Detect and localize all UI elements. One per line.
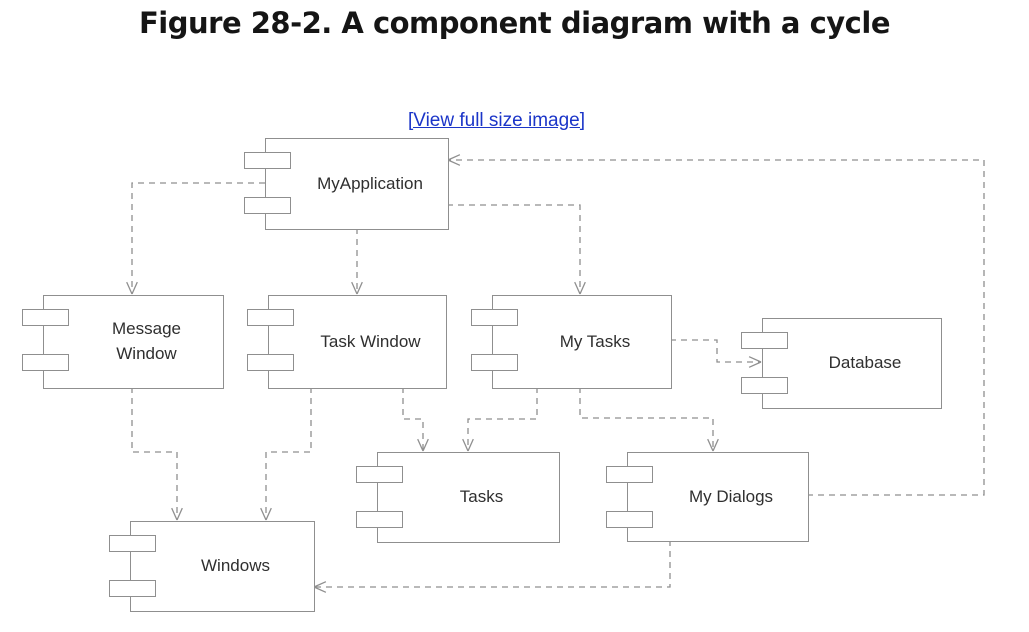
component-label: My Dialogs bbox=[688, 486, 774, 506]
dependency-my-tasks-to-tasks bbox=[467, 387, 538, 451]
arrowhead-icon bbox=[265, 507, 272, 521]
component-label: Task Window bbox=[320, 331, 421, 351]
component-label: Database bbox=[828, 353, 902, 373]
dependency-my-tasks-to-my-dialogs bbox=[579, 387, 714, 451]
dependency-my-application-to-my-tasks bbox=[447, 204, 581, 294]
component-my-dialogs: My Dialogs bbox=[606, 452, 809, 542]
arrowhead-icon bbox=[447, 154, 461, 161]
component-tab-icon bbox=[109, 580, 156, 597]
arrowhead-icon bbox=[417, 438, 424, 452]
dependency-my-application-to-message-window bbox=[131, 182, 265, 294]
arrowhead-icon bbox=[356, 281, 363, 295]
component-label: Tasks bbox=[459, 487, 504, 507]
component-tab-icon bbox=[471, 354, 518, 371]
arrowhead-icon bbox=[579, 281, 586, 295]
dependency-task-window-to-windows bbox=[265, 387, 312, 520]
component-label: My Tasks bbox=[559, 331, 631, 351]
component-tab-icon bbox=[741, 377, 788, 394]
component-label: Message Window bbox=[112, 319, 181, 363]
component-database: Database bbox=[741, 318, 942, 409]
arrowhead-icon bbox=[712, 438, 719, 452]
arrowhead-icon bbox=[707, 438, 714, 452]
component-tab-icon bbox=[22, 309, 69, 326]
component-tab-icon bbox=[471, 309, 518, 326]
arrowhead-icon bbox=[176, 507, 183, 521]
arrowhead-icon bbox=[313, 581, 327, 588]
component-tab-icon bbox=[606, 511, 653, 528]
component-tab-icon bbox=[356, 466, 403, 483]
arrowhead-icon bbox=[462, 438, 469, 452]
component-tab-icon bbox=[356, 511, 403, 528]
component-windows: Windows bbox=[109, 521, 315, 612]
dependency-my-dialogs-to-my-application bbox=[448, 159, 985, 496]
dependency-my-dialogs-to-windows bbox=[314, 540, 671, 588]
dependency-message-window-to-windows bbox=[131, 387, 178, 520]
component-tab-icon bbox=[22, 354, 69, 371]
arrowhead-icon bbox=[171, 507, 178, 521]
arrowhead-icon bbox=[313, 586, 327, 593]
component-tab-icon bbox=[244, 197, 291, 214]
arrowhead-icon bbox=[131, 281, 138, 295]
arrowhead-icon bbox=[748, 356, 762, 363]
component-tab-icon bbox=[247, 309, 294, 326]
arrowhead-icon bbox=[422, 438, 429, 452]
arrowhead-icon bbox=[467, 438, 474, 452]
arrowhead-icon bbox=[260, 507, 267, 521]
arrowhead-icon bbox=[126, 281, 133, 295]
component-my-tasks: My Tasks bbox=[471, 295, 672, 389]
component-tab-icon bbox=[247, 354, 294, 371]
figure-title: Figure 28-2. A component diagram with a … bbox=[139, 6, 890, 40]
arrowhead-icon bbox=[351, 281, 358, 295]
component-message-window: Message Window bbox=[22, 295, 224, 389]
component-task-window: Task Window bbox=[247, 295, 447, 389]
component-label: MyApplication bbox=[317, 173, 423, 193]
arrowhead-icon bbox=[447, 159, 461, 166]
arrowhead-icon bbox=[748, 361, 762, 368]
dependency-my-tasks-to-database bbox=[670, 339, 761, 363]
component-tab-icon bbox=[244, 152, 291, 169]
component-tab-icon bbox=[109, 535, 156, 552]
component-my-application: MyApplication bbox=[244, 138, 449, 230]
view-full-size-link[interactable]: [View full size image] bbox=[407, 110, 586, 131]
dependency-task-window-to-tasks bbox=[402, 387, 424, 451]
component-tab-icon bbox=[741, 332, 788, 349]
component-label: Windows bbox=[201, 556, 270, 576]
component-tasks: Tasks bbox=[356, 452, 560, 543]
component-tab-icon bbox=[606, 466, 653, 483]
arrowhead-icon bbox=[574, 281, 581, 295]
